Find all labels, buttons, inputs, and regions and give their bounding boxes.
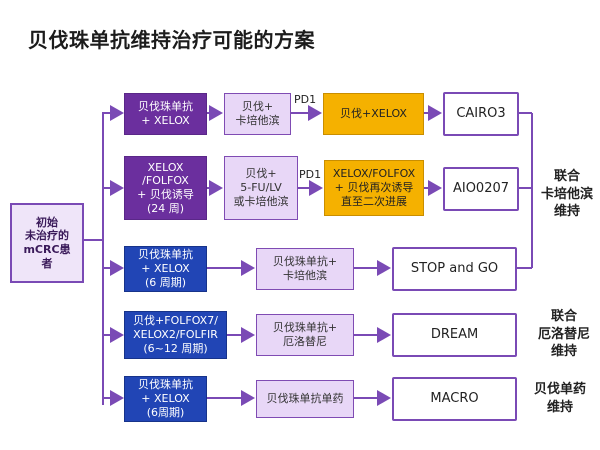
node-line: 贝伐珠单抗 — [138, 100, 193, 114]
node-line: 直至二次进展 — [340, 194, 407, 208]
node-line: 贝伐珠单抗 — [138, 248, 193, 262]
trial-name: AIO0207 — [452, 180, 510, 196]
node-line: (6~12 周期) — [143, 341, 208, 355]
trial-node-macro: MACRO — [392, 377, 517, 421]
trial-node-aio0207: AIO0207 — [443, 167, 519, 211]
node-line: 贝伐+FOLFOX7/ — [133, 314, 218, 328]
induction-node-dream: 贝伐+FOLFOX7/ XELOX2/FOLFIR (6~12 周期) — [124, 311, 227, 359]
group-label-capecitabine: 联合 卡培他滨 维持 — [537, 168, 597, 221]
trial-node-dream: DREAM — [392, 313, 517, 357]
origin-node: 初始 未治疗的 mCRC患 者 — [10, 203, 84, 283]
group-label-erlotinib: 联合 厄洛替尼 维持 — [531, 308, 597, 361]
origin-line: 未治疗的 — [24, 229, 69, 243]
node-line: 贝伐珠单抗单药 — [266, 392, 344, 406]
node-line: /FOLFOX — [142, 174, 189, 188]
node-line: 贝伐+ — [241, 100, 274, 114]
group-label-monotherapy: 贝伐单药 维持 — [524, 381, 596, 416]
node-line: 贝伐+ — [245, 167, 277, 181]
trial-name: DREAM — [430, 326, 479, 342]
node-line: 贝伐珠单抗 — [138, 378, 193, 392]
induction-node-aio0207: XELOX /FOLFOX + 贝伐诱导 (24 周) — [124, 156, 207, 220]
group-line: 联合 — [553, 169, 580, 184]
node-line: 卡培他滨 — [283, 269, 327, 282]
page-title: 贝伐珠单抗维持治疗可能的方案 — [28, 28, 315, 52]
maintenance-node-cairo3: 贝伐+ 卡培他滨 — [224, 93, 291, 135]
group-line: 卡培他滨 — [540, 186, 593, 202]
node-line: + 贝伐诱导 — [137, 188, 194, 201]
node-line: 卡培他滨 — [235, 114, 280, 127]
node-line: 贝伐珠单抗+ — [272, 255, 338, 269]
reintroduction-node-aio0207: XELOX/FOLFOX + 贝伐再次诱导 直至二次进展 — [324, 160, 424, 216]
origin-line: mCRC患 — [23, 243, 71, 256]
node-line: + XELOX — [141, 114, 190, 127]
induction-node-stopgo: 贝伐珠单抗 + XELOX (6 周期) — [124, 246, 207, 292]
node-line: 5-FU/LV — [240, 181, 282, 195]
group-line: 维持 — [550, 344, 577, 360]
maintenance-node-stopgo: 贝伐珠单抗+ 卡培他滨 — [256, 248, 354, 290]
node-line: + XELOX — [141, 262, 190, 276]
reintroduction-node-cairo3: 贝伐+XELOX — [323, 93, 424, 135]
group-line: 维持 — [553, 204, 580, 220]
group-line: 联合 — [550, 309, 577, 324]
node-line: 厄洛替尼 — [283, 335, 327, 348]
trial-node-cairo3: CAIRO3 — [443, 92, 519, 136]
node-line: (24 周) — [146, 201, 185, 215]
node-line: 或卡培他滨 — [233, 194, 289, 208]
trial-node-stopgo: STOP and GO — [392, 247, 517, 291]
node-line: + XELOX — [141, 392, 190, 406]
node-line: 贝伐+XELOX — [340, 107, 407, 121]
origin-line: 者 — [41, 256, 53, 270]
induction-node-macro: 贝伐珠单抗 + XELOX (6周期) — [124, 376, 207, 422]
node-line: (6 周期) — [144, 275, 187, 289]
node-line: + 贝伐再次诱导 — [334, 181, 414, 195]
node-line: XELOX — [147, 160, 184, 174]
group-line: 厄洛替尼 — [537, 326, 590, 342]
pd-label: PD1 — [299, 168, 322, 181]
induction-node-cairo3: 贝伐珠单抗 + XELOX — [124, 93, 207, 135]
trial-name: MACRO — [430, 390, 479, 406]
node-line: XELOX2/FOLFIR — [133, 328, 218, 342]
pd-label: PD1 — [294, 93, 317, 106]
maintenance-node-macro: 贝伐珠单抗单药 — [256, 380, 354, 418]
maintenance-node-dream: 贝伐珠单抗+ 厄洛替尼 — [256, 314, 354, 356]
node-line: XELOX/FOLFOX — [332, 167, 416, 181]
trial-name: STOP and GO — [410, 260, 499, 276]
node-line: (6周期) — [146, 405, 185, 419]
maintenance-node-aio0207: 贝伐+ 5-FU/LV 或卡培他滨 — [224, 156, 298, 220]
group-line: 贝伐单药 — [533, 382, 586, 397]
origin-line: 初始 — [35, 215, 58, 229]
node-line: 贝伐珠单抗+ — [272, 321, 338, 335]
group-line: 维持 — [546, 399, 573, 415]
trial-name: CAIRO3 — [456, 105, 506, 121]
